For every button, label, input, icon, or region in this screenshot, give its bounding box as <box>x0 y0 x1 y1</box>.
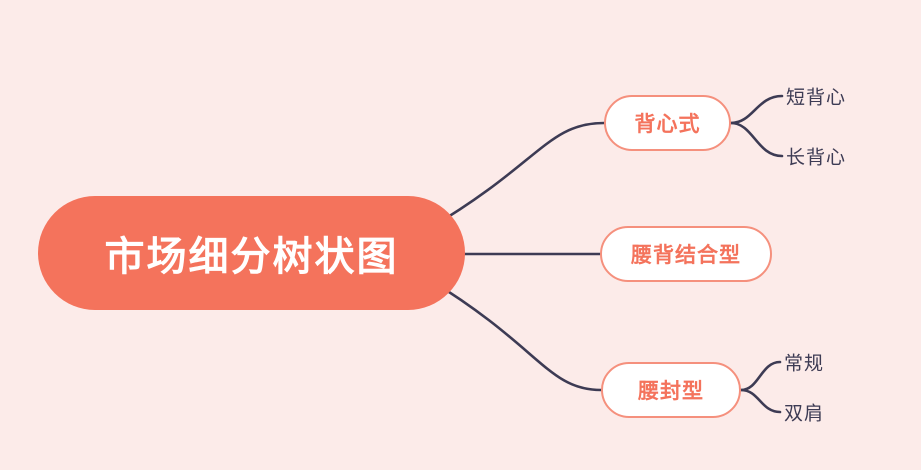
root-node[interactable]: 市场细分树状图 <box>38 196 465 310</box>
edge-vest-to-short <box>729 94 784 125</box>
edge-vest-to-long <box>729 121 784 158</box>
leaf-label-double-shoulder[interactable]: 双肩 <box>784 403 825 425</box>
branch-label-waistback: 腰背结合型 <box>631 244 741 267</box>
edge-root-to-vest <box>428 121 606 230</box>
edge-waistseal-to-regular <box>739 360 782 392</box>
root-label: 市场细分树状图 <box>104 235 399 279</box>
edge-root-to-waistseal <box>428 278 603 392</box>
leaf-label-regular[interactable]: 常规 <box>784 353 825 375</box>
branch-node-waistseal[interactable]: 腰封型 <box>601 362 741 418</box>
branch-node-waistback[interactable]: 腰背结合型 <box>600 226 772 282</box>
leaf-label-short-vest[interactable]: 短背心 <box>786 87 847 109</box>
branch-label-vest: 背心式 <box>634 113 701 136</box>
branch-label-waistseal: 腰封型 <box>638 380 704 403</box>
branch-node-vest[interactable]: 背心式 <box>604 95 731 151</box>
leaf-label-long-vest[interactable]: 长背心 <box>786 147 847 169</box>
edge-waistseal-to-double <box>739 388 782 414</box>
